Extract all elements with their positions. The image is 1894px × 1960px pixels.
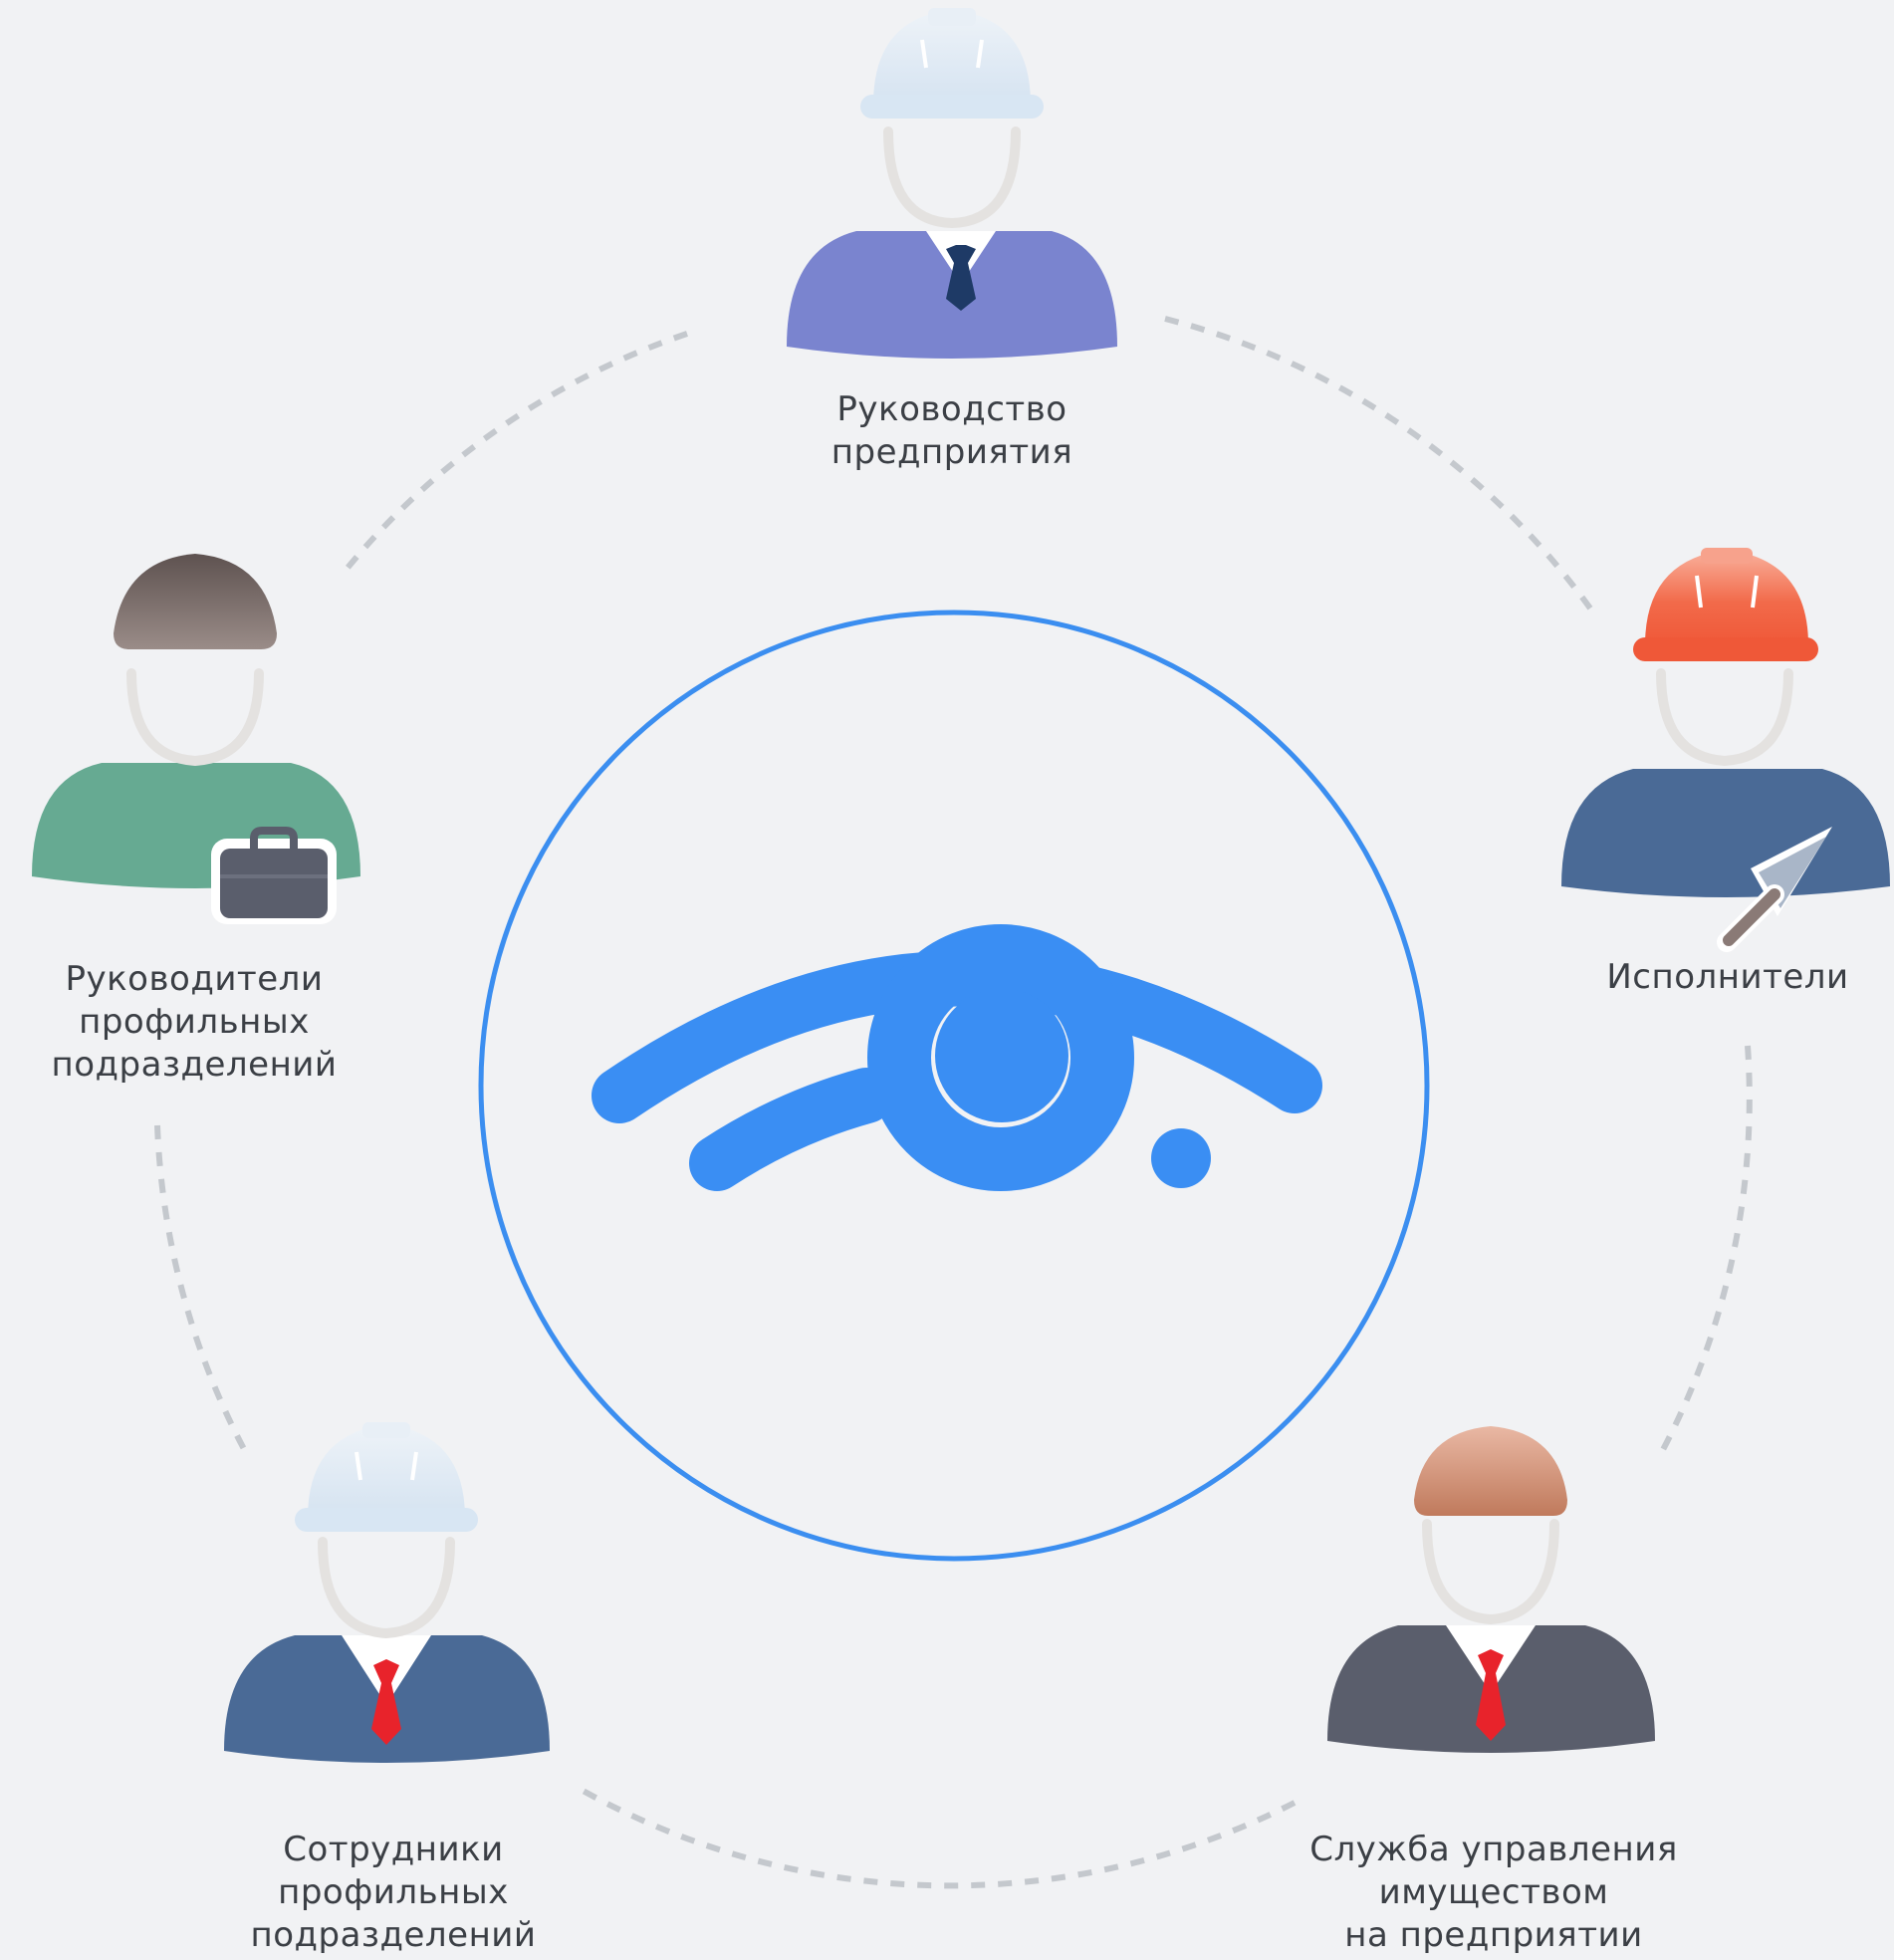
businessman-tie-icon [1327,1426,1655,1753]
role-label-management: Руководство предприятия [830,389,1073,472]
manager-hard-hat-icon [787,8,1117,359]
employee-hard-hat-icon [224,1422,550,1763]
connector-right-bottom [1655,1045,1753,1461]
manager-briefcase-icon [32,554,360,924]
connectors [154,316,1753,1889]
center-ring [478,610,1430,1562]
connector-bottom [576,1785,1297,1889]
briefcase-icon [211,827,337,924]
connector-top-right [1164,316,1596,614]
role-label-executors: Исполнители [1606,957,1849,997]
trowel-icon [1717,827,1832,952]
eye-icon [592,924,1322,1191]
connector-top-left [341,331,688,575]
role-label-department-staff: Сотрудники профильных подразделений [250,1830,537,1955]
worker-trowel-icon [1561,548,1890,952]
connector-left-bottom [154,1124,247,1451]
role-label-department-heads: Руководители профильных подразделений [51,959,338,1085]
role-label-property-service: Служба управления имуществом на предприя… [1309,1830,1678,1955]
